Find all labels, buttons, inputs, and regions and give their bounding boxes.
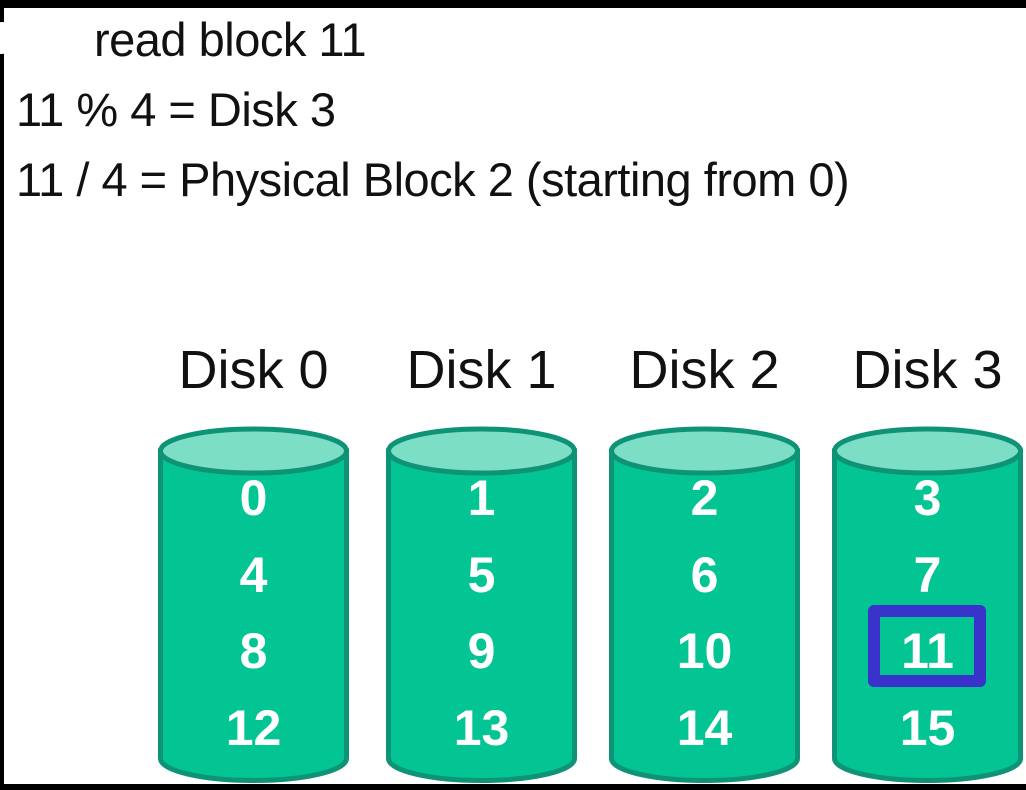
frame-left-border — [0, 0, 4, 790]
disk-0-block-3: 12 — [225, 700, 282, 756]
frame-left-notch — [0, 22, 18, 54]
disk-1-block-0: 1 — [467, 470, 496, 526]
disk-3-block-2: 11 — [901, 623, 954, 679]
disk-2-block-0: 2 — [690, 470, 719, 526]
disk-cylinder-icon — [386, 426, 577, 783]
disk-3: Disk 3 3 7 11 15 — [831, 340, 1024, 790]
highlighted-block-11-box — [868, 605, 986, 687]
disk-3-block-1: 7 — [913, 547, 942, 603]
disk-1-block-2: 9 — [467, 623, 496, 679]
disk-2: Disk 2 2 6 10 14 — [608, 340, 801, 790]
annotation-div-formula: 11 / 4 = Physical Block 2 (starting from… — [16, 153, 850, 206]
disk-1-block-1: 5 — [467, 547, 496, 603]
disk-0-block-2: 8 — [239, 623, 268, 679]
disk-3-label: Disk 3 — [852, 340, 1003, 400]
disk-1: Disk 1 1 5 9 13 — [385, 340, 578, 790]
disk-2-block-1: 6 — [690, 547, 719, 603]
disk-0-block-1: 4 — [239, 547, 268, 603]
disk-2-label: Disk 2 — [629, 340, 780, 400]
annotation-read-block: read block 11 — [94, 13, 367, 66]
disk-2-block-2: 10 — [676, 623, 733, 679]
annotation-mod-formula: 11 % 4 = Disk 3 — [16, 83, 336, 136]
frame-bottom-border — [0, 784, 1026, 790]
disk-2-block-3: 14 — [676, 700, 733, 756]
disk-3-block-3: 15 — [899, 700, 956, 756]
disk-1-label: Disk 1 — [406, 340, 557, 400]
disk-3-block-0: 3 — [913, 470, 942, 526]
frame-top-border — [0, 0, 1026, 8]
disk-0-label: Disk 0 — [178, 340, 329, 400]
disk-0-block-0: 0 — [239, 470, 268, 526]
disk-cylinder-icon — [609, 426, 800, 783]
disk-1-block-3: 13 — [453, 700, 510, 756]
disk-0: Disk 0 0 4 8 12 — [157, 340, 350, 790]
disk-cylinder-icon — [158, 426, 349, 783]
